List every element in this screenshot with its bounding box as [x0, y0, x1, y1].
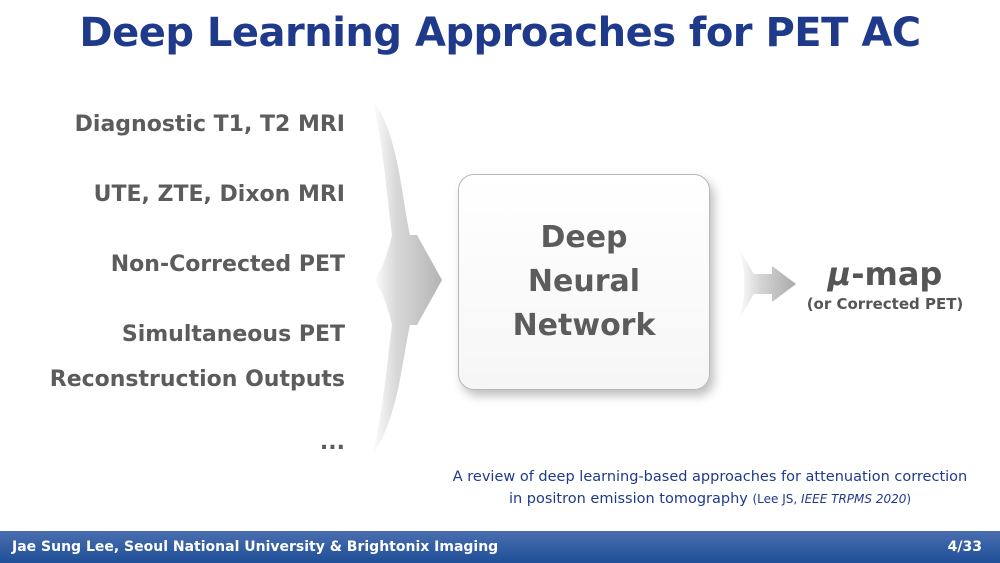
output-arrow-icon [738, 250, 796, 318]
network-label-line-3: Network [512, 308, 656, 343]
output-block: μ-map (or Corrected PET) [800, 255, 970, 313]
input-item-ute-zte-dixon: UTE, ZTE, Dixon MRI [93, 182, 345, 207]
output-label: μ-map [800, 255, 970, 293]
input-item-simultaneous-pet: Simultaneous PET [121, 322, 345, 347]
slide-title: Deep Learning Approaches for PET AC [79, 10, 921, 56]
input-item-diagnostic-mri: Diagnostic T1, T2 MRI [74, 112, 345, 137]
reference-cite: (Lee JS, IEEE TRPMS 2020) [753, 492, 912, 506]
network-label-line-2: Neural [527, 264, 641, 299]
cite-suffix: ) [906, 492, 912, 506]
deep-neural-network-box: Deep Neural Network [458, 174, 710, 390]
cite-prefix: (Lee JS, [752, 492, 802, 506]
merge-arrow-icon [372, 100, 442, 455]
reference-line-1: A review of deep learning-based approach… [452, 469, 968, 485]
reference-line-2: in positron emission tomography (Lee JS,… [430, 488, 990, 510]
reference-citation: A review of deep learning-based approach… [430, 466, 990, 510]
reference-line-2-text: in positron emission tomography [508, 491, 748, 507]
input-item-non-corrected-pet: Non-Corrected PET [110, 252, 345, 277]
page-number: 4/33 [947, 539, 982, 555]
cite-journal: IEEE TRPMS 2020 [801, 492, 907, 506]
input-item-reconstruction-outputs: Reconstruction Outputs [49, 367, 345, 392]
footer-bar: Jae Sung Lee, Seoul National University … [0, 531, 1000, 563]
output-sublabel: (or Corrected PET) [806, 295, 964, 313]
footer-author: Jae Sung Lee, Seoul National University … [12, 539, 499, 555]
mu-symbol: μ [827, 255, 852, 293]
output-label-suffix: -map [851, 255, 943, 293]
input-item-ellipsis: ... [319, 430, 345, 455]
network-label-line-1: Deep [540, 220, 628, 255]
